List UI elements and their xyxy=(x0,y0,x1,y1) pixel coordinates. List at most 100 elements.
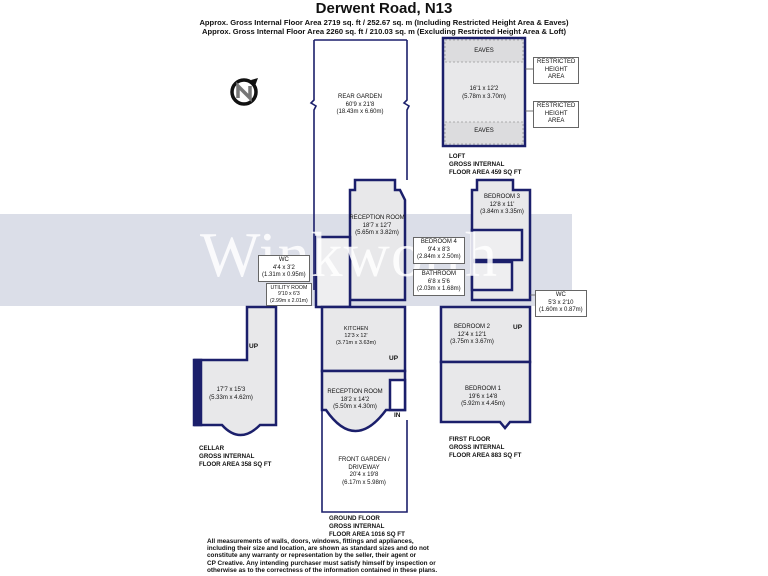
bedroom4-box: BEDROOM 4 9'4 x 8'3 (2.84m x 2.50m) xyxy=(413,237,465,264)
floor-label-line: FLOOR AREA 459 SQ FT xyxy=(449,169,522,176)
room-metric: (5.92m x 4.45m) xyxy=(461,401,505,407)
entrance-in-label: IN xyxy=(394,412,401,419)
loft-room-dims: 16'1 x 12'2 xyxy=(469,86,499,92)
north-compass-icon xyxy=(230,78,258,106)
room-name: RECEPTION ROOM xyxy=(327,389,383,395)
floor-label-line: FLOOR AREA 1016 SQ FT xyxy=(329,531,405,538)
room-metric: (18.43m x 6.60m) xyxy=(336,109,384,115)
loft-floor-label: LOFT GROSS INTERNAL FLOOR AREA 459 SQ FT xyxy=(449,153,521,177)
disclaimer-text: All measurements of walls, doors, window… xyxy=(207,538,438,574)
front-garden-label: FRONT GARDEN / DRIVEWAY 20'4 x 19'8 (6.1… xyxy=(338,457,389,487)
cellar-stairs-up: UP xyxy=(249,343,259,350)
room-metric: (5.50m x 4.30m) xyxy=(333,404,377,410)
room-dims: 9'4 x 8'3 xyxy=(427,246,450,253)
restricted-line: RESTRICTED xyxy=(537,103,576,109)
floor-label-line: FIRST FLOOR xyxy=(449,436,491,443)
room-dims: 19'6 x 14'8 xyxy=(468,393,498,400)
room-dims: 12'4 x 12'1 xyxy=(457,331,487,338)
room-name: REAR GARDEN xyxy=(337,94,382,100)
reception-front-label: RECEPTION ROOM 18'2 x 14'2 (5.50m x 4.30… xyxy=(327,389,382,412)
rear-garden-label: REAR GARDEN 60'9 x 21'8 (18.43m x 6.60m) xyxy=(336,94,383,117)
wc-first-box: WC 5'3 x 2'10 (1.60m x 0.87m) xyxy=(535,290,587,317)
cellar-plan xyxy=(192,305,278,437)
front-garden-outline xyxy=(321,410,408,513)
room-dims: 12'3 x 12' xyxy=(344,332,368,339)
page-title: Derwent Road, N13 xyxy=(315,0,453,17)
room-metric: (3.75m x 3.67m) xyxy=(450,339,494,345)
first-floor-label: FIRST FLOOR GROSS INTERNAL FLOOR AREA 88… xyxy=(449,436,521,460)
room-metric: (1.31m x 0.95m) xyxy=(262,272,306,278)
loft-plan xyxy=(441,36,533,148)
bedroom1-label: BEDROOM 1 19'6 x 14'8 (5.92m x 4.45m) xyxy=(461,386,505,409)
room-name: BEDROOM 4 xyxy=(420,239,457,245)
cellar-floor-label: CELLAR GROSS INTERNAL FLOOR AREA 358 SQ … xyxy=(199,445,271,469)
room-dims: 17'7 x 15'3 xyxy=(216,387,246,393)
ground-floor-plan xyxy=(314,178,407,433)
floor-label-line: GROSS INTERNAL xyxy=(199,453,255,460)
restricted-line: HEIGHT xyxy=(544,66,568,73)
room-metric: (5.65m x 3.82m) xyxy=(355,230,399,236)
room-name: WC xyxy=(555,292,566,298)
room-metric: (2.84m x 2.50m) xyxy=(417,254,461,260)
wc-ground-box: WC 4'4 x 3'2 (1.31m x 0.95m) xyxy=(258,255,310,282)
floor-label-line: FLOOR AREA 358 SQ FT xyxy=(199,461,272,468)
floor-label-line: GROSS INTERNAL xyxy=(449,444,505,451)
room-name: BATHROOM xyxy=(421,271,456,277)
room-name: WC xyxy=(278,257,289,263)
room-name: UTILITY ROOM xyxy=(270,285,308,291)
room-dims: 5'3 x 2'10 xyxy=(548,299,574,306)
floor-label-line: CELLAR xyxy=(199,445,225,452)
room-name: DRIVEWAY xyxy=(348,464,380,471)
bathroom-box: BATHROOM 6'8 x 5'6 (2.03m x 1.68m) xyxy=(413,269,465,296)
first-floor-plan xyxy=(439,178,532,430)
area-excluding: Approx. Gross Internal Floor Area 2260 s… xyxy=(201,27,567,36)
room-name: RECEPTION ROOM xyxy=(349,215,405,221)
floor-label-line: GROUND FLOOR xyxy=(329,515,380,522)
room-name: BEDROOM 2 xyxy=(453,324,490,330)
reception-rear-label: RECEPTION ROOM 18'7 x 12'7 (5.65m x 3.82… xyxy=(349,215,404,238)
room-name: BEDROOM 3 xyxy=(483,194,520,200)
loft-room-metric: (5.78m x 3.70m) xyxy=(462,93,506,100)
room-dims: 18'2 x 14'2 xyxy=(340,396,370,403)
restricted-line: AREA xyxy=(548,74,565,80)
loft-room-label: 16'1 x 12'2 (5.78m x 3.70m) xyxy=(462,86,506,101)
room-dims: 20'4 x 19'8 xyxy=(349,472,379,478)
loft-eaves-top: EAVES xyxy=(474,48,494,54)
loft-eaves-bottom: EAVES xyxy=(474,128,494,134)
room-metric: (1.60m x 0.87m) xyxy=(539,307,583,313)
area-including: Approx. Gross Internal Floor Area 2719 s… xyxy=(199,18,569,27)
room-metric: (2.03m x 1.68m) xyxy=(417,286,461,292)
room-name: KITCHEN xyxy=(343,326,369,332)
floor-label-line: GROSS INTERNAL xyxy=(449,161,505,168)
restricted-height-box-1: RESTRICTED HEIGHT AREA xyxy=(533,57,580,84)
room-metric: (3.84m x 3.35m) xyxy=(480,209,524,215)
room-metric: (5.33m x 4.62m) xyxy=(209,394,253,401)
room-dims: 18'7 x 12'7 xyxy=(362,222,392,229)
rear-garden-outline xyxy=(309,39,411,290)
ground-stairs-up: UP xyxy=(389,355,399,362)
restricted-line: RESTRICTED xyxy=(537,59,576,65)
room-dims: 12'8 x 11' xyxy=(489,201,515,208)
bedroom3-label: BEDROOM 3 12'8 x 11' (3.84m x 3.35m) xyxy=(480,194,524,217)
ground-floor-label: GROUND FLOOR GROSS INTERNAL FLOOR AREA 1… xyxy=(329,515,405,539)
cellar-room-label: 17'7 x 15'3 (5.33m x 4.62m) xyxy=(209,387,253,402)
room-name: BEDROOM 1 xyxy=(464,386,501,392)
kitchen-label: KITCHEN 12'3 x 12' (3.71m x 3.63m) xyxy=(336,326,376,346)
room-metric: (2.99m x 2.01m) xyxy=(270,297,308,304)
first-stairs-up: UP xyxy=(513,324,523,331)
floor-label-line: FLOOR AREA 883 SQ FT xyxy=(449,452,522,459)
room-metric: (3.71m x 3.63m) xyxy=(335,339,377,346)
restricted-height-box-2: RESTRICTED HEIGHT AREA xyxy=(533,101,580,128)
restricted-line: HEIGHT xyxy=(544,110,568,117)
room-dims: 4'4 x 3'2 xyxy=(272,264,295,271)
utility-room-box: UTILITY ROOM 9'10 x 6'3 (2.99m x 2.01m) xyxy=(266,283,312,307)
floor-label-line: LOFT xyxy=(449,153,466,160)
room-dims: 9'10 x 6'3 xyxy=(277,291,300,298)
bedroom2-label: BEDROOM 2 12'4 x 12'1 (3.75m x 3.67m) xyxy=(450,324,494,347)
floor-label-line: GROSS INTERNAL xyxy=(329,523,385,530)
room-dims: 6'8 x 5'6 xyxy=(427,278,450,285)
room-name: FRONT GARDEN / xyxy=(338,457,390,463)
restricted-line: AREA xyxy=(548,118,565,124)
room-metric: (6.17m x 5.98m) xyxy=(342,479,386,486)
